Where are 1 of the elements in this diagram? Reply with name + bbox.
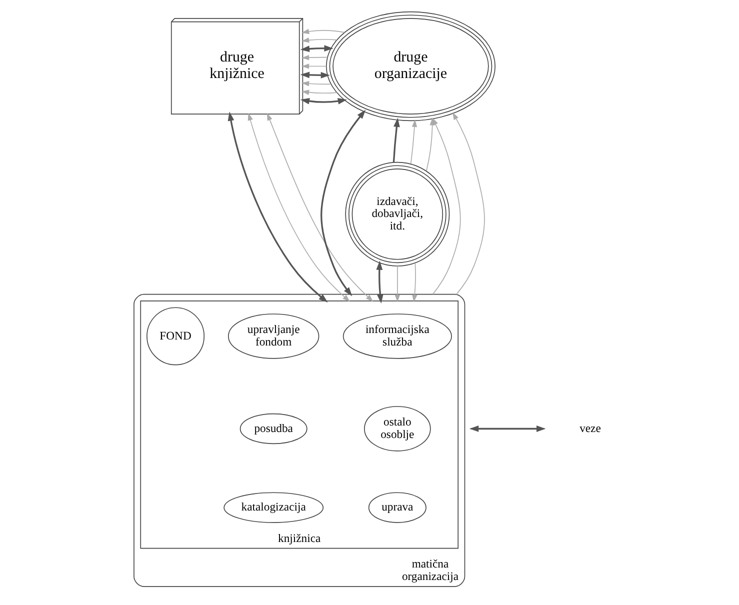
legend-label: veze — [579, 422, 600, 435]
